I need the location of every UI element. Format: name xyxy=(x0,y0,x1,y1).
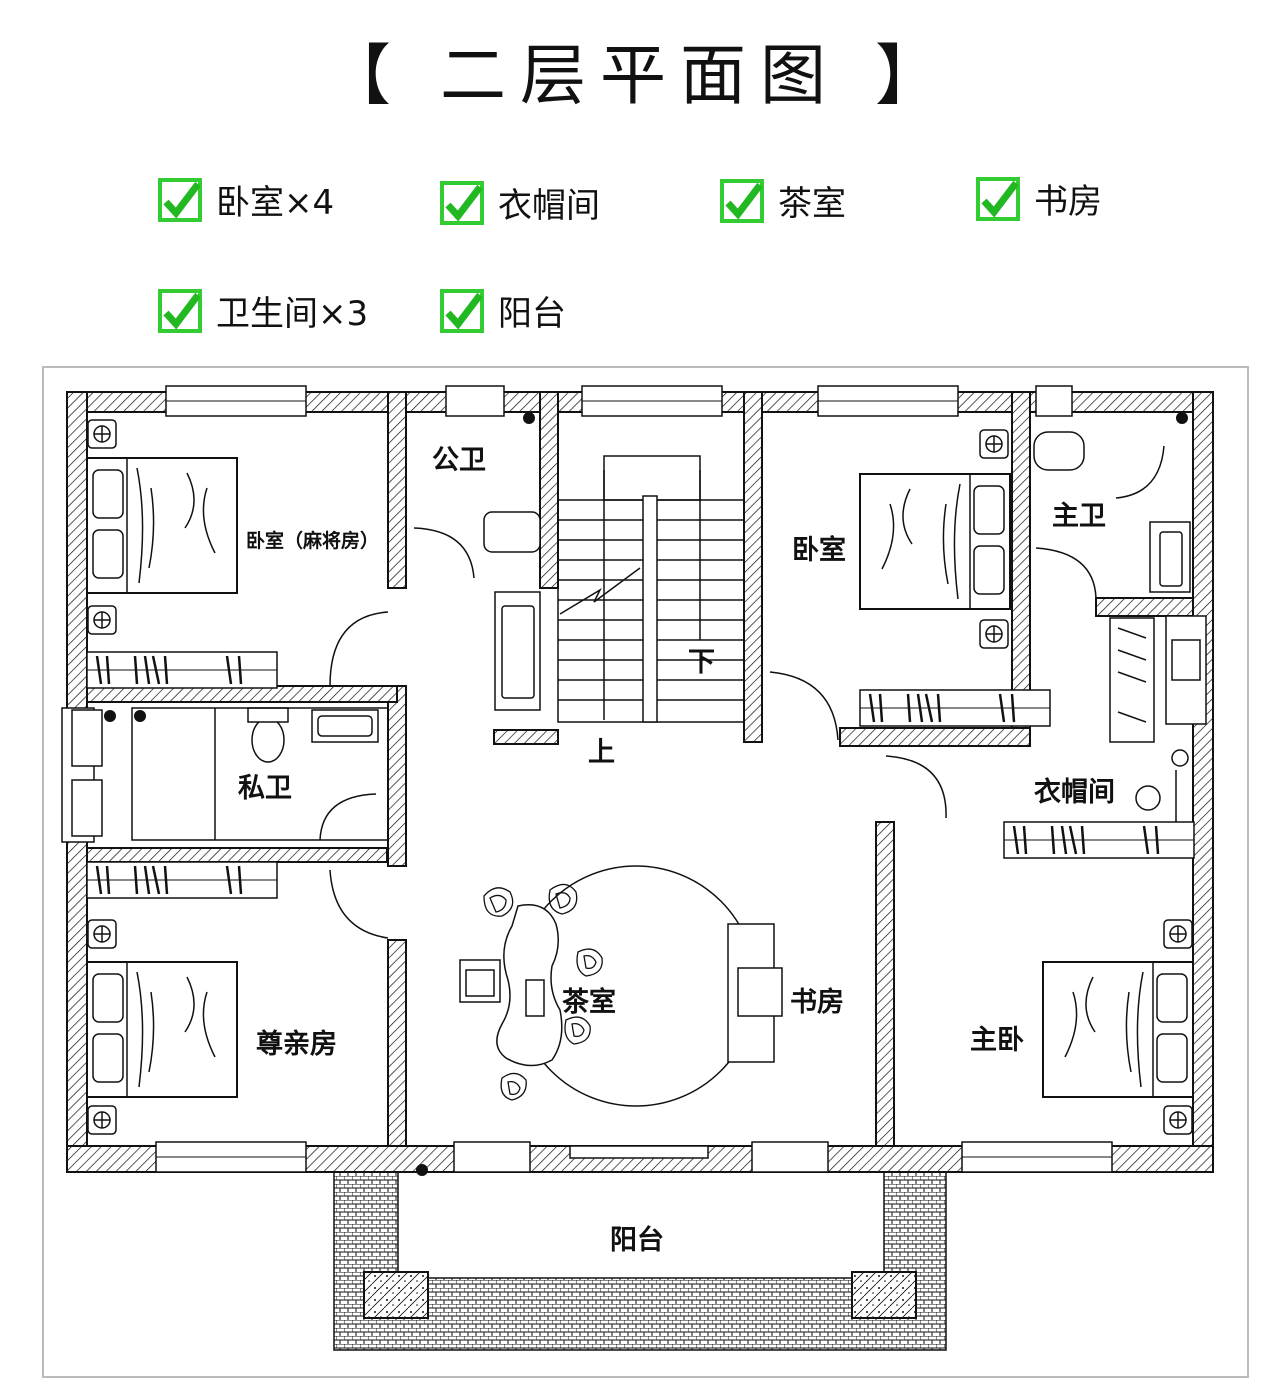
feature-item: 茶室 xyxy=(720,176,846,225)
room-label-private-bath: 私卫 xyxy=(238,773,292,804)
feature-label: 书房 xyxy=(1034,182,1102,222)
check-icon xyxy=(158,288,202,333)
room-label-closet: 衣帽间 xyxy=(1034,777,1115,808)
room-label-master-bath: 主卫 xyxy=(1052,501,1106,532)
room-label-bedroom: 卧室 xyxy=(792,535,846,566)
feature-item: 衣帽间 xyxy=(440,178,600,227)
check-icon xyxy=(720,178,764,223)
room-label-master-bedroom: 主卧 xyxy=(970,1025,1024,1056)
feature-item: 书房 xyxy=(976,174,1102,223)
feature-label: 卧室×4 xyxy=(216,183,335,223)
page-title: 【 二层平面图 】 xyxy=(325,37,955,114)
check-icon xyxy=(158,177,202,222)
check-icon xyxy=(976,176,1020,221)
room-label-study: 书房 xyxy=(790,987,844,1018)
stair-label-up: 上 xyxy=(588,737,615,768)
feature-item: 阳台 xyxy=(440,286,566,335)
room-label-balcony: 阳台 xyxy=(610,1225,664,1256)
room-label-bedroom-mahjong: 卧室（麻将房） xyxy=(246,530,380,552)
room-label-tea-room: 茶室 xyxy=(562,987,616,1018)
check-icon xyxy=(440,180,484,225)
feature-item: 卧室×4 xyxy=(158,175,334,224)
stair-label-down: 下 xyxy=(688,647,715,678)
feature-label: 阳台 xyxy=(498,294,566,334)
feature-label: 茶室 xyxy=(778,184,846,224)
room-label-elder-room: 尊亲房 xyxy=(256,1029,337,1060)
check-icon xyxy=(440,288,484,333)
room-label-public-bath: 公卫 xyxy=(432,445,486,476)
feature-label: 衣帽间 xyxy=(498,186,600,226)
feature-item: 卫生间×3 xyxy=(158,286,368,335)
feature-label: 卫生间×3 xyxy=(216,294,369,334)
